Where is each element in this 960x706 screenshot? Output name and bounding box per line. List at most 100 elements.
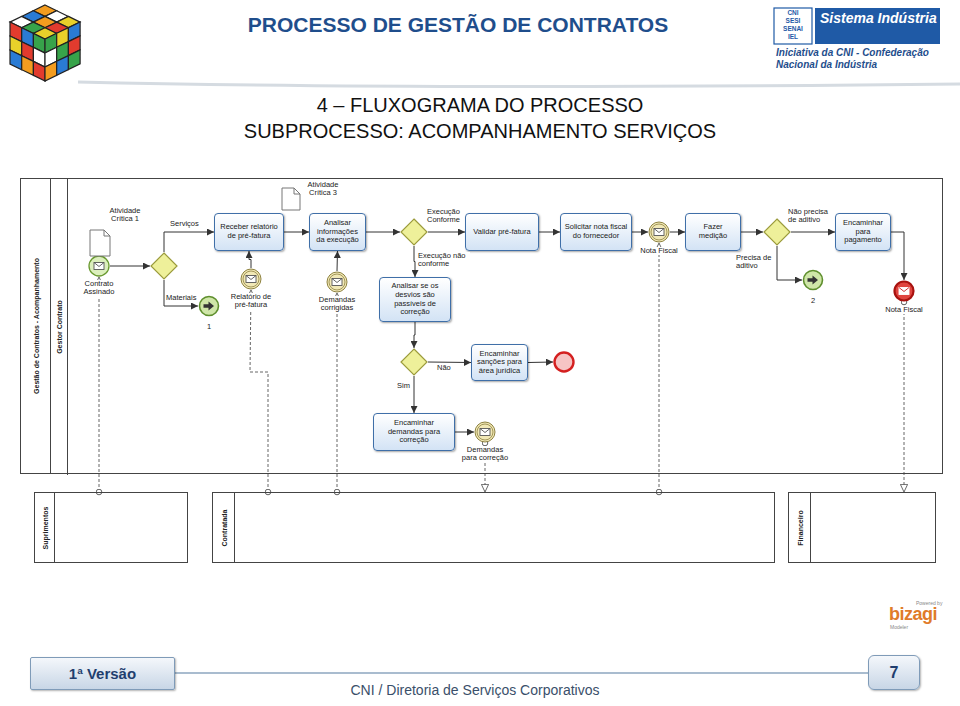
edge-label: Sim: [397, 382, 410, 390]
message-flow: [99, 277, 100, 492]
page-label: Sistema Indústria: [820, 10, 938, 26]
footer-box: 1ª Versão: [30, 657, 175, 690]
band-title: Financeiro: [796, 496, 803, 559]
document-outline: [90, 230, 110, 256]
intermediate-event-ring: [651, 224, 667, 240]
event-label: Nota Fiscal: [637, 247, 681, 255]
page-label: SESI: [775, 17, 811, 25]
gateway-shape: [400, 348, 428, 376]
gateway-shape: [150, 252, 178, 280]
logo-bar: [815, 8, 940, 44]
cube-face: [45, 22, 80, 81]
sequence-flow: [670, 232, 685, 233]
event-label: Relatório de pré-fatura: [227, 293, 275, 310]
edge-label: Precisa de aditivo: [736, 254, 774, 271]
event-symbol: [648, 221, 670, 243]
event-symbol: [553, 351, 575, 373]
envelope-flap: [899, 288, 909, 292]
end-event-circle: [895, 282, 914, 301]
page-label: IEL: [775, 33, 811, 41]
bpmn-event: [553, 351, 575, 373]
bpmn-event: Demandas para correção: [474, 421, 496, 443]
slide-heading: SUBPROCESSO: ACOMPANHAMENTO SERVIÇOS: [244, 120, 716, 143]
bpmn-event: Nota Fiscal: [648, 221, 670, 243]
band-header: Suprimentos: [35, 493, 55, 562]
event-label: Demandas corrigidas: [315, 296, 359, 313]
envelope-icon: [480, 429, 490, 436]
sequence-flow: [455, 432, 474, 433]
sequence-flow: [164, 280, 198, 306]
sequence-flow: [414, 322, 415, 348]
link-event-circle: [200, 297, 219, 316]
cube-tile: [10, 50, 22, 70]
footer-line: [175, 672, 868, 674]
gateway-diamond: [400, 348, 428, 376]
sequence-flow: [414, 376, 415, 413]
envelope-icon: [246, 276, 256, 283]
cube-tile: [68, 50, 80, 70]
intermediate-event-circle: [327, 272, 347, 292]
intermediate-event-ring: [477, 424, 493, 440]
sequence-flow: [428, 362, 471, 364]
page-label: Iniciativa da CNI - Confederação Naciona…: [776, 47, 956, 71]
pool-band: Suprimentos: [34, 492, 188, 563]
task-box: Solicitar nota fiscal do fornecedor: [560, 213, 632, 251]
task-box: Analisar se os desvios são passíveis de …: [379, 277, 451, 322]
envelope-flap: [654, 229, 664, 233]
band-header: Contratada: [213, 493, 235, 562]
gateway-diamond: [400, 218, 428, 246]
bpmn-event: 2: [802, 269, 824, 291]
sequence-flow: [337, 251, 339, 271]
band-title: Contratada: [220, 496, 227, 559]
footer-text: 7: [890, 664, 899, 682]
band-header: Financeiro: [789, 493, 811, 562]
data-object: Atividade Crítica 1: [89, 229, 111, 257]
task-box: Encaminhar para pagamento: [835, 213, 891, 251]
event-label: Nota Fiscal: [882, 306, 926, 314]
intermediate-event-circle: [241, 269, 261, 289]
sequence-flow: [249, 251, 251, 268]
sequence-flow: [791, 232, 835, 233]
envelope-flap: [332, 279, 342, 283]
end-event-circle: [555, 353, 574, 372]
edge-label: Execução não conforme: [418, 252, 470, 269]
pool-band: Contratada: [212, 492, 775, 563]
task-label: Analisar informações da execução: [310, 217, 365, 247]
task-box: Receber relatório de pré-fatura: [214, 213, 284, 251]
gateway-outline: [401, 219, 427, 245]
cube-tile: [33, 61, 45, 81]
rubik-cube: [10, 5, 80, 81]
gateway-diamond: [150, 252, 178, 280]
header-swoosh: [78, 82, 960, 87]
event-label: Demandas para correção: [461, 446, 509, 463]
intermediate-event-circle: [649, 222, 669, 242]
bpmn-event: Demandas corrigidas: [326, 271, 348, 293]
edge-label: Não: [437, 364, 451, 372]
page-label: CNI: [775, 9, 811, 17]
task-label: Solicitar nota fiscal do fornecedor: [561, 221, 631, 242]
data-object-label: Atividade Crítica 1: [105, 207, 145, 224]
message-flow: [337, 293, 338, 492]
task-box: Encaminhar demandas para correção: [373, 413, 455, 451]
gateway-shape: [763, 218, 791, 246]
task-label: Fazer medição: [686, 221, 740, 242]
data-object-label: Atividade Crítica 3: [303, 181, 343, 198]
cube-tile: [45, 61, 57, 81]
document-fold: [294, 188, 300, 194]
event-label: 2: [807, 297, 819, 305]
envelope-icon: [899, 288, 909, 295]
gateway-shape: [400, 218, 428, 246]
event-symbol: [88, 255, 110, 277]
envelope-flap: [246, 276, 256, 280]
event-label: Contrato Assinado: [82, 280, 116, 297]
task-box: Fazer medição: [685, 213, 741, 251]
document-shape: [89, 229, 111, 257]
bpmn-event: Contrato Assinado: [88, 255, 110, 277]
edge-label: Materiais: [166, 294, 196, 302]
footer-text: 1ª Versão: [69, 665, 136, 682]
sequence-flow: [777, 246, 802, 280]
link-arrow: [204, 302, 215, 311]
footer-box: 7: [868, 655, 920, 690]
event-symbol: [326, 271, 348, 293]
gateway-outline: [151, 253, 177, 279]
